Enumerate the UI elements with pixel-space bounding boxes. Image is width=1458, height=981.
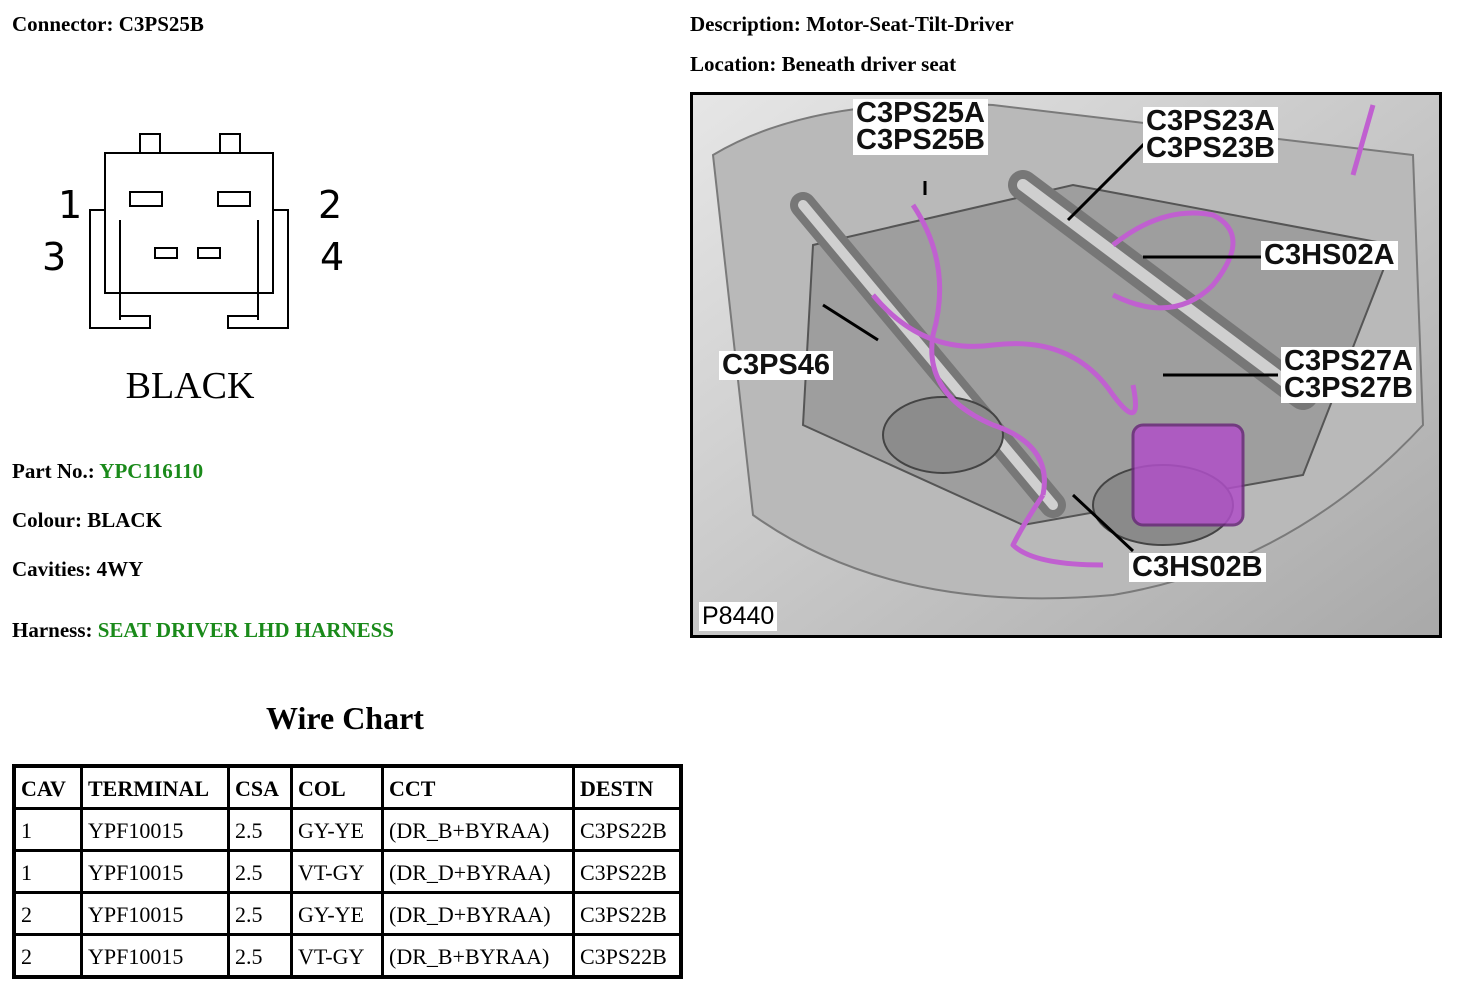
header-cct: CCT [381, 764, 575, 810]
photo-reference: P8440 [699, 602, 778, 631]
header-destn: DESTN [572, 764, 683, 810]
cell-destn: C3PS22B [572, 933, 683, 979]
cell-cav: 2 [12, 933, 83, 979]
cell-cct: (DR_B+BYRAA) [381, 807, 575, 852]
cell-terminal: YPF10015 [80, 933, 230, 979]
part-no-value[interactable]: YPC116110 [99, 459, 204, 483]
cell-destn: C3PS22B [572, 891, 683, 936]
table-row: 2 YPF10015 2.5 GY-YE (DR_D+BYRAA) C3PS22… [12, 891, 683, 936]
cell-cav: 1 [12, 807, 83, 852]
table-row: 1 YPF10015 2.5 VT-GY (DR_D+BYRAA) C3PS22… [12, 849, 683, 894]
table-row: 1 YPF10015 2.5 GY-YE (DR_B+BYRAA) C3PS22… [12, 807, 683, 852]
cell-col: GY-YE [290, 807, 384, 852]
cavities-value: 4WY [96, 557, 144, 581]
callout-c3ps23: C3PS23A C3PS23B [1143, 107, 1278, 163]
colour-line: Colour: BLACK [12, 508, 162, 533]
harness-line: Harness: SEAT DRIVER LHD HARNESS [12, 618, 394, 643]
cell-cav: 2 [12, 891, 83, 936]
header-col: COL [290, 764, 384, 810]
cell-destn: C3PS22B [572, 807, 683, 852]
part-no-label: Part No.: [12, 459, 95, 483]
callout-c3hs02a-label: C3HS02A [1264, 239, 1395, 271]
pin-2-label: 2 [318, 183, 342, 227]
connector-line: Connector: C3PS25B [12, 12, 204, 37]
location-value: Beneath driver seat [781, 52, 957, 76]
cell-cct: (DR_B+BYRAA) [381, 933, 575, 979]
connector-value: C3PS25B [118, 12, 204, 36]
cell-csa: 2.5 [227, 933, 293, 979]
part-no-line: Part No.: YPC116110 [12, 459, 203, 484]
description-label: Description: [690, 12, 801, 36]
callout-c3hs02b-label: C3HS02B [1132, 551, 1263, 583]
cavities-line: Cavities: 4WY [12, 557, 143, 582]
cell-cav: 1 [12, 849, 83, 894]
cavities-label: Cavities: [12, 557, 92, 581]
pin-3-label: 3 [42, 235, 66, 279]
callout-c3ps25: C3PS25A C3PS25B [853, 99, 988, 155]
connector-label: Connector: [12, 12, 114, 36]
callout-c3ps27: C3PS27A C3PS27B [1281, 347, 1416, 403]
location-photo: C3PS25A C3PS25B C3PS23A C3PS23B C3HS02A … [690, 92, 1442, 638]
description-line: Description: Motor-Seat-Tilt-Driver [690, 12, 1014, 37]
callout-c3ps25a: C3PS25A [856, 97, 985, 129]
table-row: 2 YPF10015 2.5 VT-GY (DR_B+BYRAA) C3PS22… [12, 933, 683, 979]
harness-value[interactable]: SEAT DRIVER LHD HARNESS [97, 618, 394, 642]
wire-chart-title: Wire Chart [266, 700, 424, 736]
callout-c3ps23b: C3PS23B [1146, 132, 1275, 164]
callout-c3ps46-label: C3PS46 [722, 349, 831, 381]
callout-c3ps25b: C3PS25B [856, 124, 985, 156]
cell-destn: C3PS22B [572, 849, 683, 894]
cell-terminal: YPF10015 [80, 807, 230, 852]
connector-face-diagram: 1 2 3 4 BLACK [42, 133, 344, 407]
harness-label: Harness: [12, 618, 93, 642]
callout-c3ps46: C3PS46 [719, 349, 834, 381]
location-line: Location: Beneath driver seat [690, 52, 956, 77]
callout-c3ps27b: C3PS27B [1284, 372, 1413, 404]
cell-cct: (DR_D+BYRAA) [381, 849, 575, 894]
cell-col: VT-GY [290, 933, 384, 979]
wire-chart-table: CAV TERMINAL CSA COL CCT DESTN 1 YPF1001… [12, 764, 683, 979]
callout-c3hs02b: C3HS02B [1129, 553, 1266, 582]
callout-c3hs02a: C3HS02A [1261, 241, 1398, 270]
description-value: Motor-Seat-Tilt-Driver [806, 12, 1014, 36]
cell-csa: 2.5 [227, 849, 293, 894]
seat-frame-illustration [693, 95, 1439, 635]
pin-1-label: 1 [58, 183, 82, 227]
colour-label: Colour: [12, 508, 82, 532]
cell-csa: 2.5 [227, 807, 293, 852]
pin-4-label: 4 [320, 235, 344, 279]
cell-col: VT-GY [290, 849, 384, 894]
header-terminal: TERMINAL [80, 764, 230, 810]
callout-c3ps23a: C3PS23A [1146, 105, 1275, 137]
cell-cct: (DR_D+BYRAA) [381, 891, 575, 936]
cell-csa: 2.5 [227, 891, 293, 936]
header-cav: CAV [12, 764, 83, 810]
cell-terminal: YPF10015 [80, 849, 230, 894]
callout-c3ps27a: C3PS27A [1284, 345, 1413, 377]
table-header-row: CAV TERMINAL CSA COL CCT DESTN [12, 764, 683, 810]
cell-terminal: YPF10015 [80, 891, 230, 936]
colour-value: BLACK [87, 508, 162, 532]
diagram-colour-caption: BLACK [126, 365, 255, 407]
location-label: Location: [690, 52, 777, 76]
cell-col: GY-YE [290, 891, 384, 936]
header-csa: CSA [227, 764, 293, 810]
